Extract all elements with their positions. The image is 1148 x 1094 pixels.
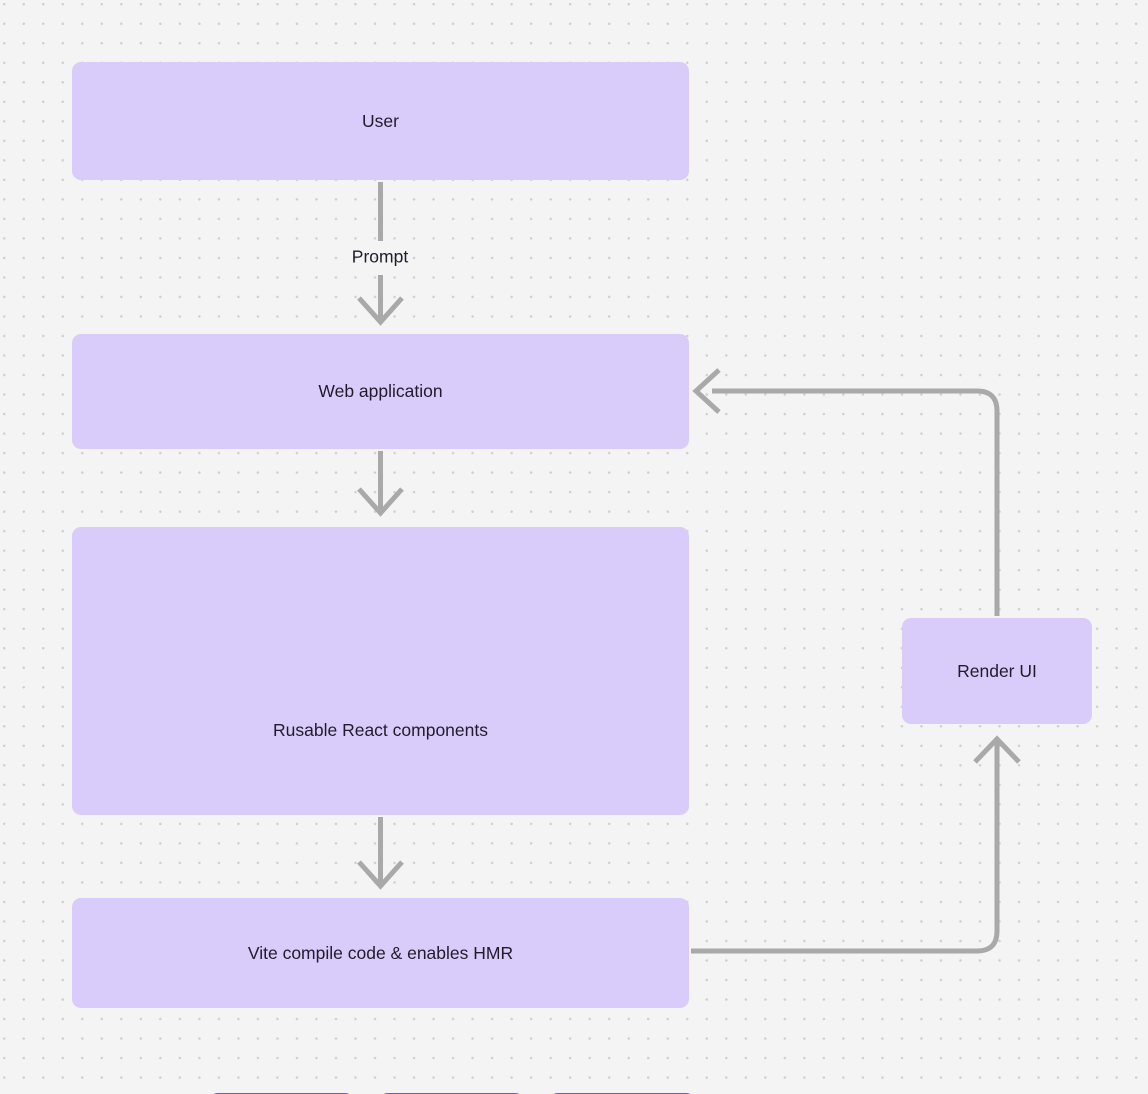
arrowhead-webapp-right — [692, 368, 721, 414]
arrowhead-components-top — [357, 487, 404, 517]
node-web-application-label: Web application — [318, 381, 443, 402]
edge-render-to-webapp — [712, 388, 1000, 616]
arrowhead-vite-top — [357, 860, 404, 890]
edge-vite-to-render — [691, 742, 1000, 954]
node-vite[interactable]: Vite compile code & enables HMR — [72, 898, 689, 1008]
node-vite-label: Vite compile code & enables HMR — [247, 942, 514, 963]
node-user[interactable]: User — [72, 62, 689, 180]
node-web-application[interactable]: Web application — [72, 334, 689, 449]
node-render-ui[interactable]: Render UI — [902, 618, 1092, 724]
edge-label-prompt: Prompt — [351, 246, 409, 267]
node-react-components-group[interactable]: HTML = structure CSS = Styles & Layouts … — [72, 527, 695, 1094]
arrowhead-webapp-top — [357, 296, 404, 326]
node-react-components-caption: Rusable React components — [273, 720, 488, 740]
arrowhead-render-bottom — [973, 735, 1021, 764]
node-user-label: User — [362, 110, 399, 131]
node-render-ui-label: Render UI — [957, 660, 1037, 681]
